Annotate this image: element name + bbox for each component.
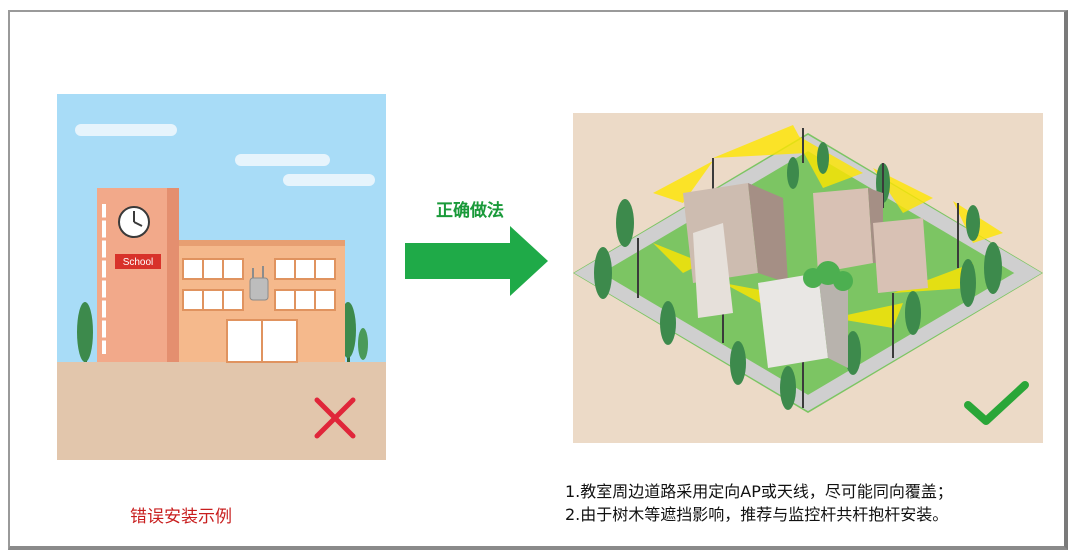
cloud <box>75 124 177 136</box>
clock-icon <box>118 206 150 238</box>
wrong-example-caption: 错误安装示例 <box>130 507 232 527</box>
tree <box>77 302 93 362</box>
tree <box>358 328 368 360</box>
campus-buildings <box>683 183 928 368</box>
cloud <box>283 174 375 186</box>
note-2: 2.由于树木等遮挡影响，推荐与监控杆共杆抱杆安装。 <box>565 505 949 524</box>
deployment-notes: 1.教室周边道路采用定向AP或天线，尽可能同向覆盖； 2.由于树木等遮挡影响，推… <box>565 480 953 526</box>
cloud <box>235 154 330 166</box>
right-arrow <box>405 226 548 296</box>
ground <box>57 362 386 460</box>
wrong-example-illustration: School <box>57 94 386 460</box>
correct-example-illustration <box>573 113 1043 443</box>
access-point-device <box>249 266 269 301</box>
note-1: 1.教室周边道路采用定向AP或天线，尽可能同向覆盖； <box>565 482 953 501</box>
arrow-label: 正确做法 <box>436 201 504 221</box>
bushes <box>803 261 853 291</box>
school-sign-text: School <box>123 257 154 268</box>
check-mark-icon <box>964 381 1029 425</box>
cross-mark-icon <box>314 397 356 439</box>
road <box>574 134 1042 412</box>
school-sign <box>115 254 161 269</box>
